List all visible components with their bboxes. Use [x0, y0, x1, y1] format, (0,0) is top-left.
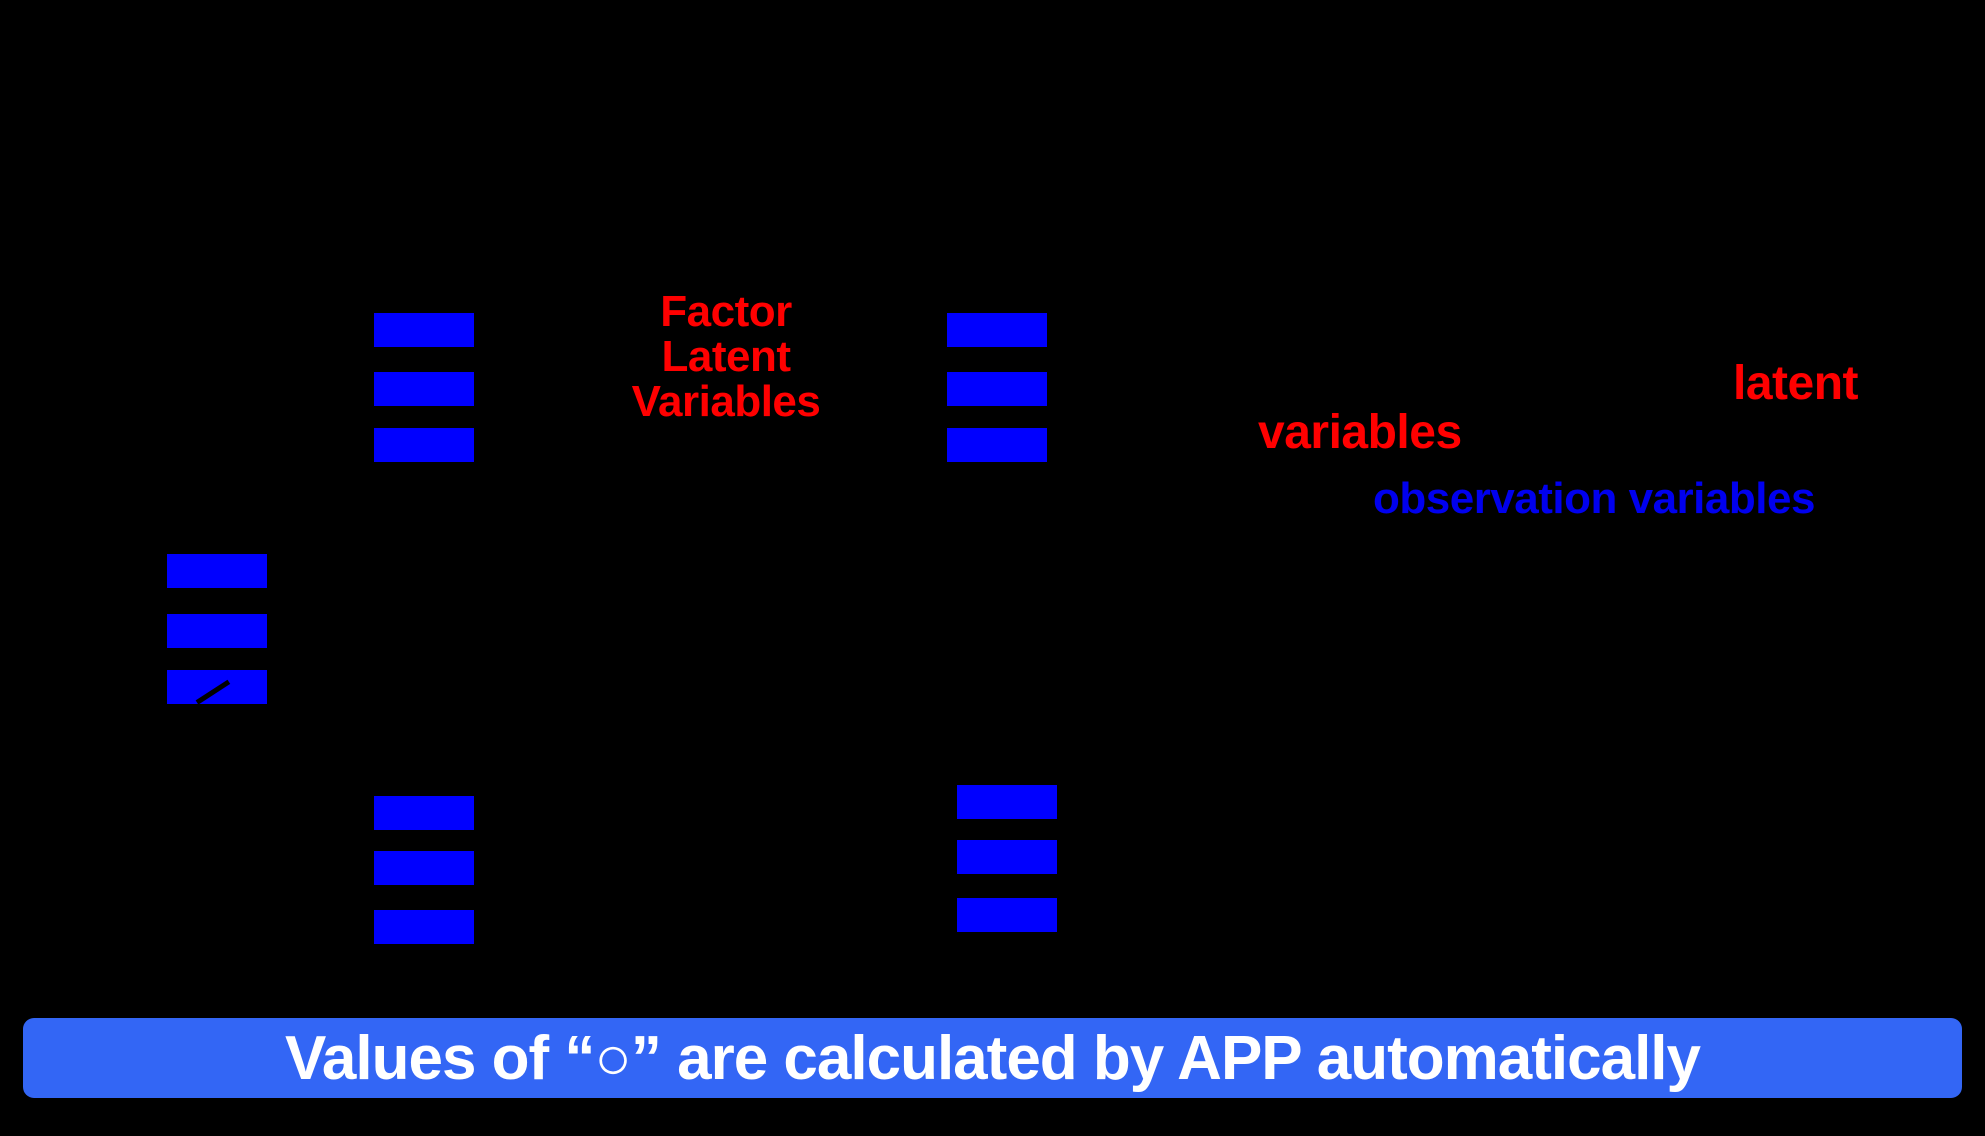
label-factor-latent-variables: Factor Latent Variables — [631, 287, 821, 426]
value-bar[interactable] — [947, 428, 1047, 462]
info-banner-text: Values of “○” are calculated by APP auto… — [284, 1023, 1701, 1093]
value-bar[interactable] — [947, 372, 1047, 406]
value-bar[interactable] — [374, 428, 474, 462]
value-bar[interactable] — [947, 313, 1047, 347]
value-bar[interactable] — [374, 910, 474, 944]
value-bar[interactable] — [374, 313, 474, 347]
value-bar[interactable] — [374, 372, 474, 406]
value-bar[interactable] — [374, 851, 474, 885]
label-observation-variables: observation variables — [1373, 474, 1815, 523]
info-banner: Values of “○” are calculated by APP auto… — [23, 1018, 1962, 1098]
value-bar[interactable] — [957, 785, 1057, 819]
label-variables: variables — [1258, 406, 1462, 459]
value-bar[interactable] — [957, 898, 1057, 932]
label-latent: latent — [1733, 357, 1859, 410]
value-bar[interactable] — [957, 840, 1057, 874]
value-bar[interactable] — [374, 796, 474, 830]
value-bar[interactable] — [167, 554, 267, 588]
value-bar[interactable] — [167, 614, 267, 648]
